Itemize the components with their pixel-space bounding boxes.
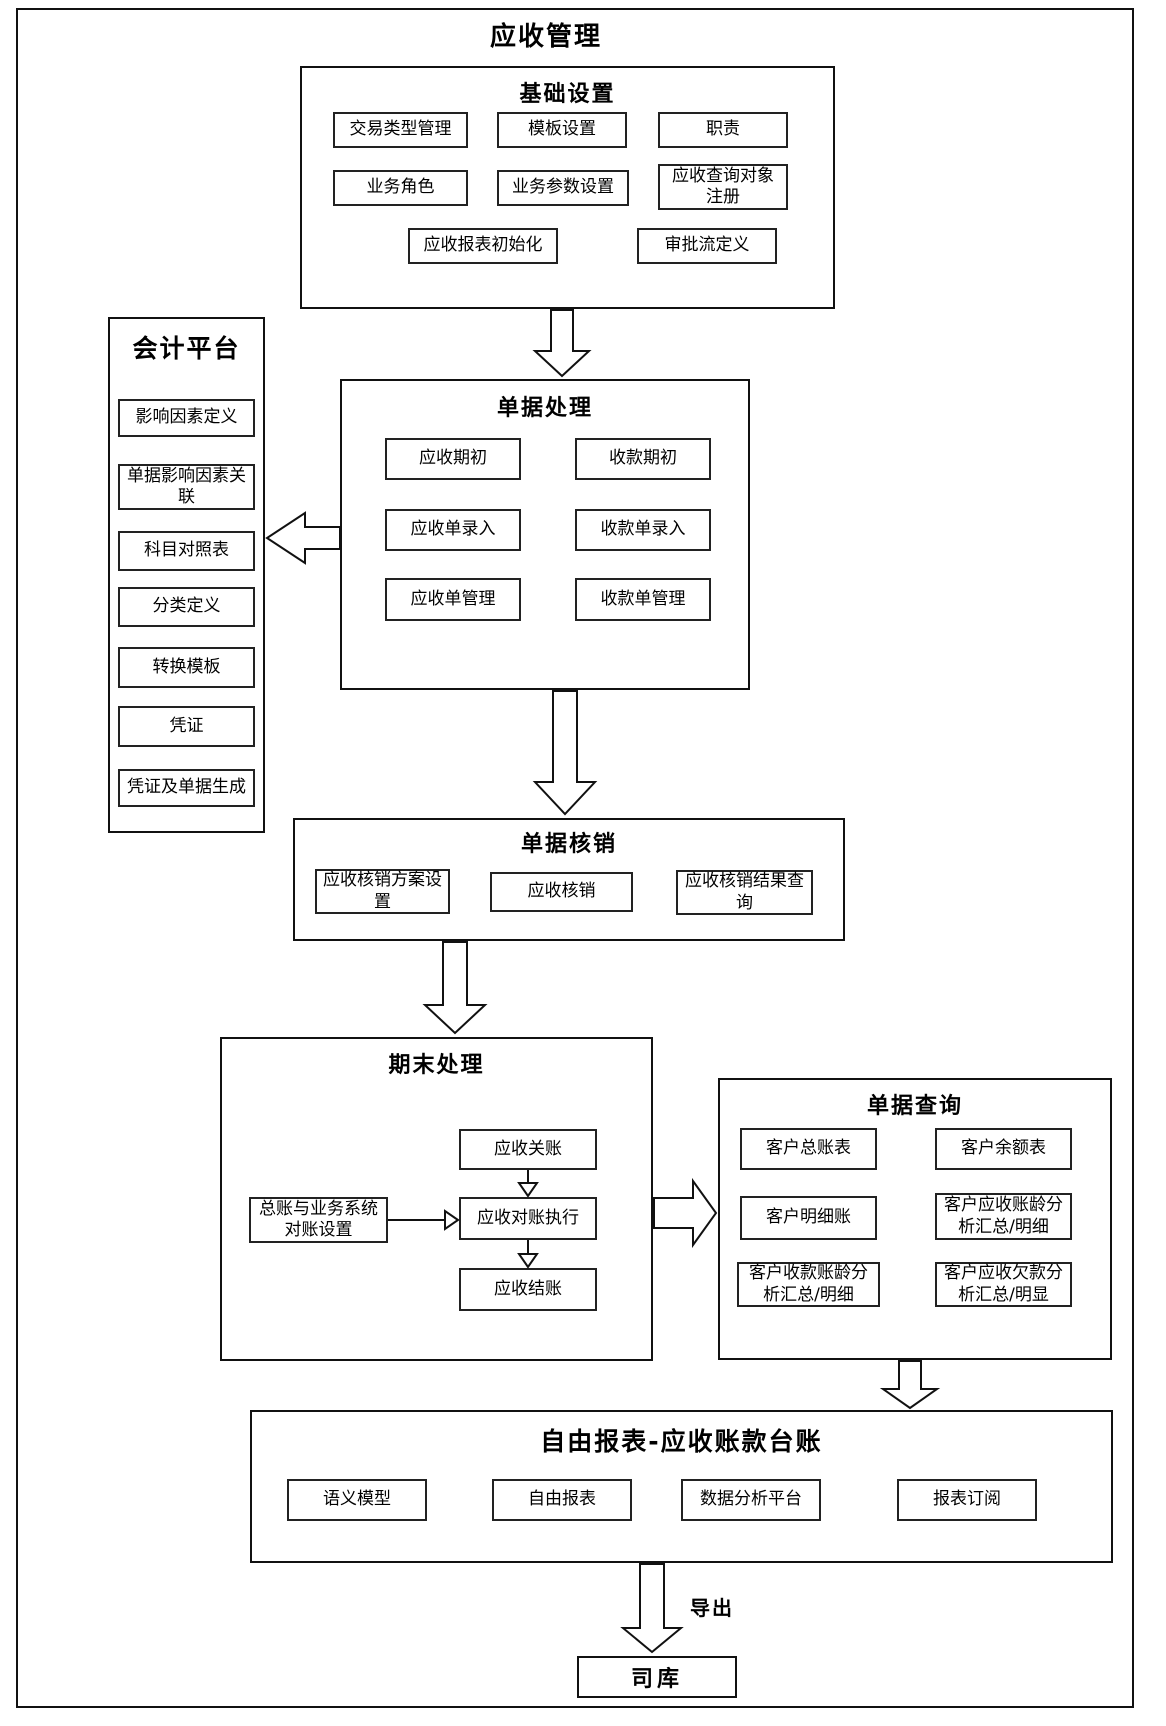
node-account-mapping-table: 科目对照表: [118, 531, 255, 571]
node-ar-writeoff-result-query: 应收核销结果查询: [676, 870, 813, 915]
node-ar-query-object-registration: 应收查询对象注册: [658, 164, 788, 210]
section-title-document-processing: 单据处理: [496, 396, 593, 421]
section-title-basic-settings: 基础设置: [519, 82, 616, 107]
node-semantic-model: 语义模型: [287, 1479, 427, 1521]
node-voucher-and-doc-generation: 凭证及单据生成: [118, 769, 255, 807]
node-classification-definition: 分类定义: [118, 587, 255, 627]
node-treasury: 司库: [577, 1656, 737, 1698]
node-business-role: 业务角色: [333, 170, 468, 206]
section-title-accounting-platform: 会计平台: [132, 334, 241, 363]
node-customer-detail-ledger: 客户明细账: [740, 1196, 877, 1240]
node-free-report: 自由报表: [492, 1479, 632, 1521]
node-ar-closing: 应收关账: [459, 1129, 597, 1170]
node-receipt-doc-entry: 收款单录入: [575, 509, 711, 551]
node-conversion-template: 转换模板: [118, 647, 255, 688]
node-ar-report-initialization: 应收报表初始化: [408, 228, 558, 264]
page-title: 应收管理: [489, 22, 602, 52]
node-transaction-type-management: 交易类型管理: [333, 112, 468, 148]
section-title-document-query: 单据查询: [866, 1094, 963, 1119]
node-voucher: 凭证: [118, 706, 255, 747]
node-report-subscription: 报表订阅: [897, 1479, 1037, 1521]
node-business-parameter-settings: 业务参数设置: [497, 170, 629, 206]
node-ar-writeoff: 应收核销: [490, 872, 633, 912]
section-title-period-end: 期末处理: [388, 1053, 485, 1078]
node-duties: 职责: [658, 112, 788, 148]
section-title-free-report: 自由报表-应收账款台账: [540, 1427, 823, 1456]
node-customer-general-ledger: 客户总账表: [740, 1128, 877, 1170]
node-customer-ar-arrears-analysis: 客户应收欠款分析汇总/明显: [935, 1262, 1072, 1307]
section-title-document-writeoff: 单据核销: [520, 832, 617, 857]
node-ar-settlement: 应收结账: [459, 1268, 597, 1311]
node-template-settings: 模板设置: [497, 112, 627, 148]
node-ar-opening: 应收期初: [385, 438, 521, 480]
section-accounting-platform: 会计平台: [108, 317, 265, 833]
node-ar-reconciliation-execution: 应收对账执行: [459, 1197, 597, 1240]
node-gl-business-reconciliation-settings: 总账与业务系统对账设置: [249, 1197, 388, 1243]
node-customer-balance-table: 客户余额表: [935, 1128, 1072, 1170]
node-data-analysis-platform: 数据分析平台: [681, 1479, 821, 1521]
node-customer-receipt-aging-analysis: 客户收款账龄分析汇总/明细: [737, 1262, 880, 1307]
node-ar-writeoff-plan-settings: 应收核销方案设置: [315, 869, 450, 914]
node-customer-ar-aging-analysis: 客户应收账龄分析汇总/明细: [935, 1193, 1072, 1240]
page-border: [16, 8, 1134, 1708]
node-approval-flow-definition: 审批流定义: [637, 228, 777, 264]
node-influence-factor-definition: 影响因素定义: [118, 399, 255, 437]
node-ar-doc-management: 应收单管理: [385, 578, 521, 621]
node-ar-doc-entry: 应收单录入: [385, 509, 521, 551]
node-receipt-doc-management: 收款单管理: [575, 578, 711, 621]
node-doc-influence-factor-relation: 单据影响因素关联: [118, 464, 255, 510]
node-receipt-opening: 收款期初: [575, 438, 711, 480]
export-arrow-label: 导出: [690, 1596, 734, 1620]
